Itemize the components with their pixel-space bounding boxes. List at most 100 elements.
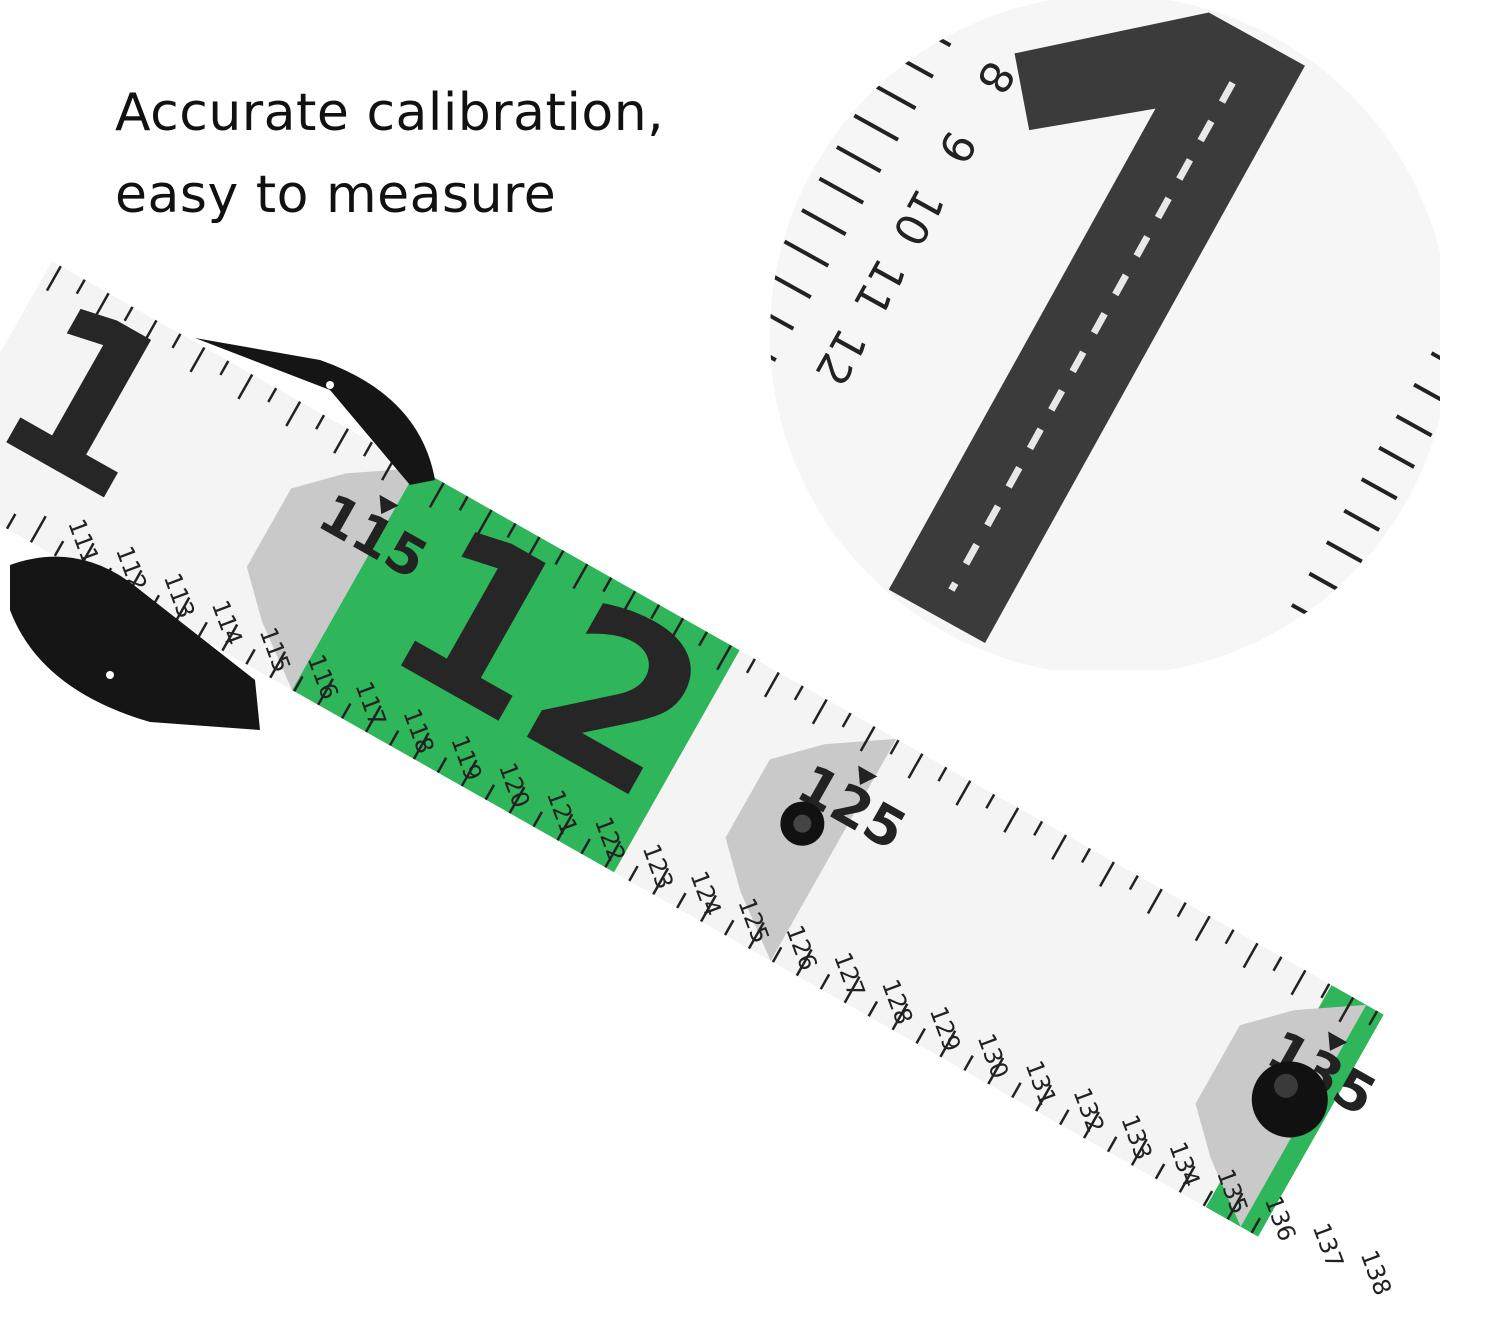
tick-mark <box>572 563 589 590</box>
magnified-tick <box>1378 445 1416 469</box>
tick-mark <box>580 838 591 855</box>
tick-mark <box>5 513 17 530</box>
tick-mark <box>458 495 469 511</box>
tick-mark <box>723 919 735 936</box>
tick-mark <box>867 1000 879 1017</box>
marker-arrow <box>858 765 878 785</box>
magnified-tick <box>835 145 882 174</box>
tick-mark <box>45 265 62 292</box>
magnified-tick <box>801 208 847 236</box>
magnified-tick <box>1466 290 1500 309</box>
magnified-tick <box>1449 322 1484 341</box>
magnified-tick <box>662 462 706 486</box>
tick-mark <box>293 675 304 692</box>
tick-mark <box>388 730 400 747</box>
tick-mark <box>987 1057 1005 1085</box>
tick-mark <box>1320 983 1331 999</box>
tick-mark <box>604 840 622 868</box>
magnified-tick <box>697 399 741 423</box>
tick-mark <box>1290 969 1307 996</box>
magnified-tick <box>770 334 777 362</box>
tick-mark <box>197 621 208 638</box>
tick-mark <box>93 292 110 319</box>
tick-mark <box>237 373 254 400</box>
tick-mark <box>29 515 47 543</box>
tick-mark <box>1106 1136 1118 1153</box>
tick-mark <box>436 757 448 774</box>
tick-mark <box>955 780 972 806</box>
tick-mark <box>315 414 326 430</box>
tick-mark <box>747 921 765 950</box>
tick-mark <box>484 784 496 801</box>
tick-mark <box>285 401 302 427</box>
magnified-tick <box>923 0 969 16</box>
tick-mark <box>508 786 526 814</box>
tick-mark <box>1154 1163 1166 1180</box>
tick-mark <box>985 793 996 809</box>
magnified-tick <box>1413 382 1440 406</box>
caption-line-1: Accurate calibration, <box>115 83 665 143</box>
tick-mark <box>628 865 639 882</box>
tick-mark <box>1272 956 1283 972</box>
tick-mark <box>1338 996 1355 1023</box>
tick-mark <box>506 522 517 539</box>
tick-mark <box>650 604 661 620</box>
magnified-tick <box>627 525 671 549</box>
tick-mark <box>189 346 206 373</box>
tick-mark <box>141 319 158 346</box>
tick-mark <box>716 644 733 671</box>
tick-mark <box>554 549 565 566</box>
spool-housing <box>10 338 435 730</box>
green-section <box>292 468 740 873</box>
tick-mark <box>859 726 876 752</box>
tick-mark <box>745 658 756 674</box>
scale-number: 138 <box>1355 1246 1397 1299</box>
tick-mark <box>963 1055 974 1072</box>
tick-mark <box>556 813 574 841</box>
tick-mark <box>1226 1192 1244 1221</box>
tick-mark <box>1250 1217 1262 1234</box>
tick-mark <box>811 698 828 725</box>
tick-mark <box>364 705 382 733</box>
tick-mark <box>1224 929 1235 945</box>
tick-mark <box>652 867 670 896</box>
tick-mark <box>221 623 239 652</box>
magnified-tick <box>1256 666 1293 670</box>
tick-mark <box>532 811 544 828</box>
tick-mark <box>698 631 709 647</box>
tick-mark <box>245 648 256 665</box>
tick-mark <box>1176 902 1187 918</box>
tick-mark <box>428 482 445 508</box>
scale-number: 136 <box>1259 1192 1301 1245</box>
magnified-tick <box>853 113 900 142</box>
tick-mark <box>889 739 900 755</box>
magnified-tick <box>1484 259 1500 278</box>
magnified-tick <box>680 430 724 454</box>
tick-mark <box>269 651 287 679</box>
tick-mark <box>795 948 813 977</box>
tick-mark <box>771 946 783 963</box>
tick-mark <box>340 702 352 719</box>
tick-mark <box>1242 942 1259 969</box>
tick-mark <box>939 1030 957 1058</box>
tick-mark <box>915 1027 926 1044</box>
tick-mark <box>219 360 230 376</box>
magnified-tick <box>1395 414 1433 438</box>
magnified-tick <box>645 493 689 517</box>
magnified-tick <box>1360 477 1398 501</box>
magnified-tick <box>1343 508 1381 532</box>
tick-mark <box>1011 1082 1022 1099</box>
tick-mark <box>123 306 134 322</box>
tick-mark <box>1003 807 1020 833</box>
tick-mark <box>676 892 687 909</box>
tick-mark <box>1098 861 1115 888</box>
magnified-tick <box>1187 794 1222 813</box>
tick-mark <box>843 976 861 1004</box>
magnified-tick <box>1152 857 1187 876</box>
tick-mark <box>1033 820 1044 836</box>
tick-mark <box>476 509 493 535</box>
caption-line-2: easy to measure <box>115 165 557 225</box>
